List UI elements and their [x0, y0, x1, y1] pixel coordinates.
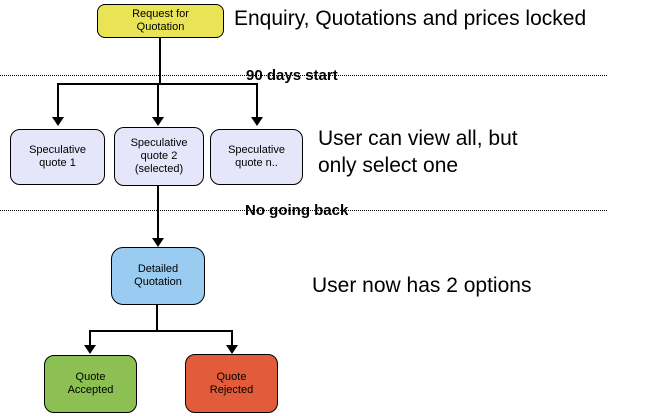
milestone-90-days-label: 90 days start: [246, 67, 338, 84]
annotation-enquiry: Enquiry, Quotations and prices locked: [234, 7, 587, 30]
node-request-for-quotation: Request for Quotation: [97, 4, 224, 38]
node-label: Speculative quote n..: [228, 144, 285, 169]
node-label: Request for Quotation: [132, 8, 189, 33]
arrowhead-down-icon: [84, 345, 96, 354]
node-quote-rejected: Quote Rejected: [185, 354, 278, 413]
node-speculative-quote-1: Speculative quote 1: [10, 129, 105, 185]
connector-split-horizontal-bottom: [89, 330, 233, 332]
milestone-divider-no-going-back: [0, 210, 607, 211]
milestone-no-going-back-label: No going back: [245, 202, 349, 219]
annotation-view-all: User can view all, but only select one: [318, 127, 518, 177]
node-speculative-quote-2-selected: Speculative quote 2 (selected): [114, 127, 204, 186]
arrowhead-down-icon: [226, 345, 238, 354]
node-label: Quote Rejected: [209, 370, 254, 396]
connector-drop-accepted: [89, 330, 91, 346]
connector-drop-rejected: [231, 330, 233, 346]
arrowhead-down-icon: [152, 238, 164, 247]
connector-drop-quote-2: [157, 83, 159, 118]
node-label: Detailed Quotation: [134, 263, 182, 288]
arrowhead-down-icon: [152, 117, 164, 126]
annotation-two-options: User now has 2 options: [312, 274, 532, 297]
milestone-divider-90-days: [0, 75, 607, 76]
connector-request-to-split: [159, 38, 161, 84]
arrowhead-down-icon: [251, 117, 263, 126]
arrowhead-down-icon: [52, 117, 64, 126]
node-detailed-quotation: Detailed Quotation: [111, 247, 205, 305]
node-speculative-quote-n: Speculative quote n..: [210, 129, 303, 185]
node-label: Speculative quote 1: [29, 144, 86, 169]
connector-drop-quote-1: [57, 83, 59, 118]
connector-quote-2-to-detailed: [157, 184, 159, 238]
connector-drop-quote-n: [256, 83, 258, 118]
node-label: Quote Accepted: [67, 371, 114, 396]
connector-detailed-to-split: [156, 303, 158, 331]
node-quote-accepted: Quote Accepted: [44, 355, 137, 413]
node-label: Speculative quote 2 (selected): [130, 137, 188, 175]
